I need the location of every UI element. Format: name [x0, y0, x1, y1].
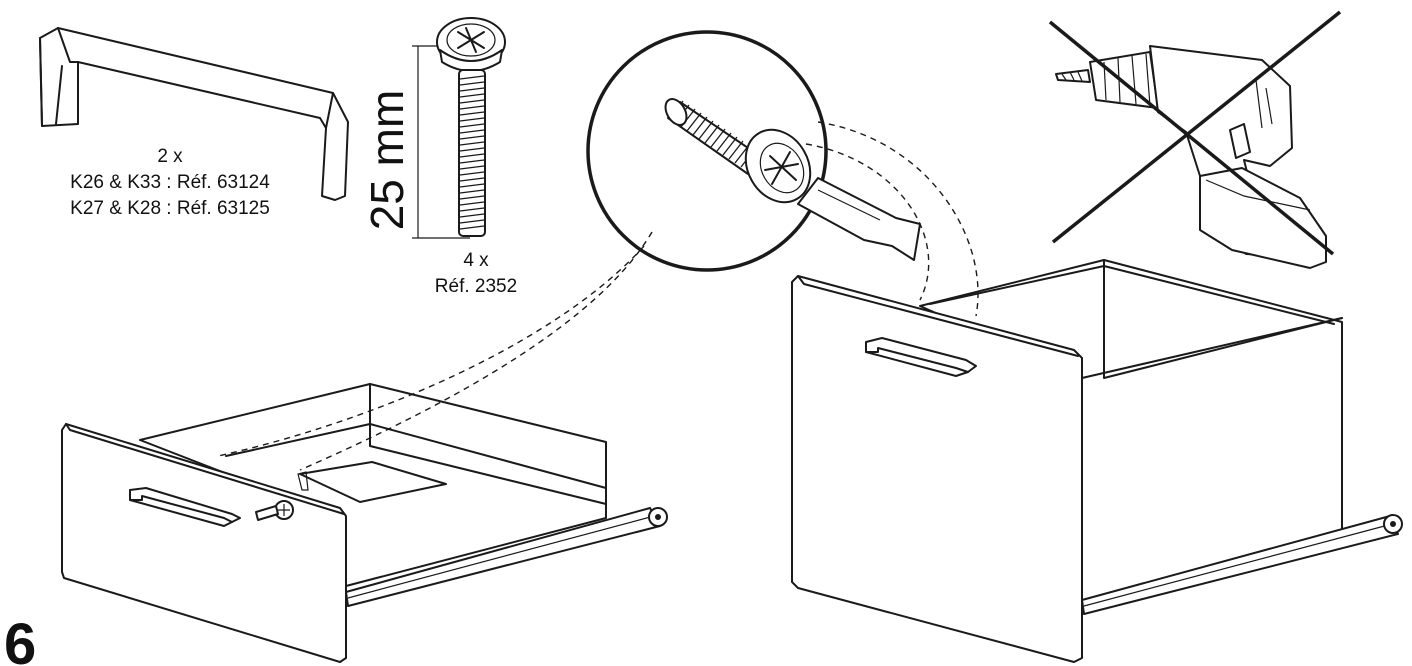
- handle-reference-2: K27 & K28 : Réf. 63125: [70, 198, 270, 219]
- screw-detail: [664, 98, 812, 204]
- handle-part-illustration: [39, 27, 349, 201]
- callout-lines: [217, 121, 979, 471]
- screw-illustration: [412, 17, 506, 239]
- screw-length-label: 25 mm: [361, 90, 413, 231]
- screw-reference: Réf. 2352: [435, 276, 517, 297]
- power-drill-icon: [1048, 10, 1342, 269]
- handle-reference-1: K26 & K33 : Réf. 63124: [70, 172, 270, 193]
- drawer-with-handle-left: [61, 383, 668, 663]
- detail-zoom-circle: [586, 30, 921, 272]
- drawer-assembled-right: [791, 259, 1403, 663]
- screw-quantity: 4 x: [463, 250, 489, 271]
- screwdriver-icon: [797, 177, 921, 261]
- step-number: 6: [4, 612, 36, 666]
- handle-quantity: 2 x: [157, 146, 183, 167]
